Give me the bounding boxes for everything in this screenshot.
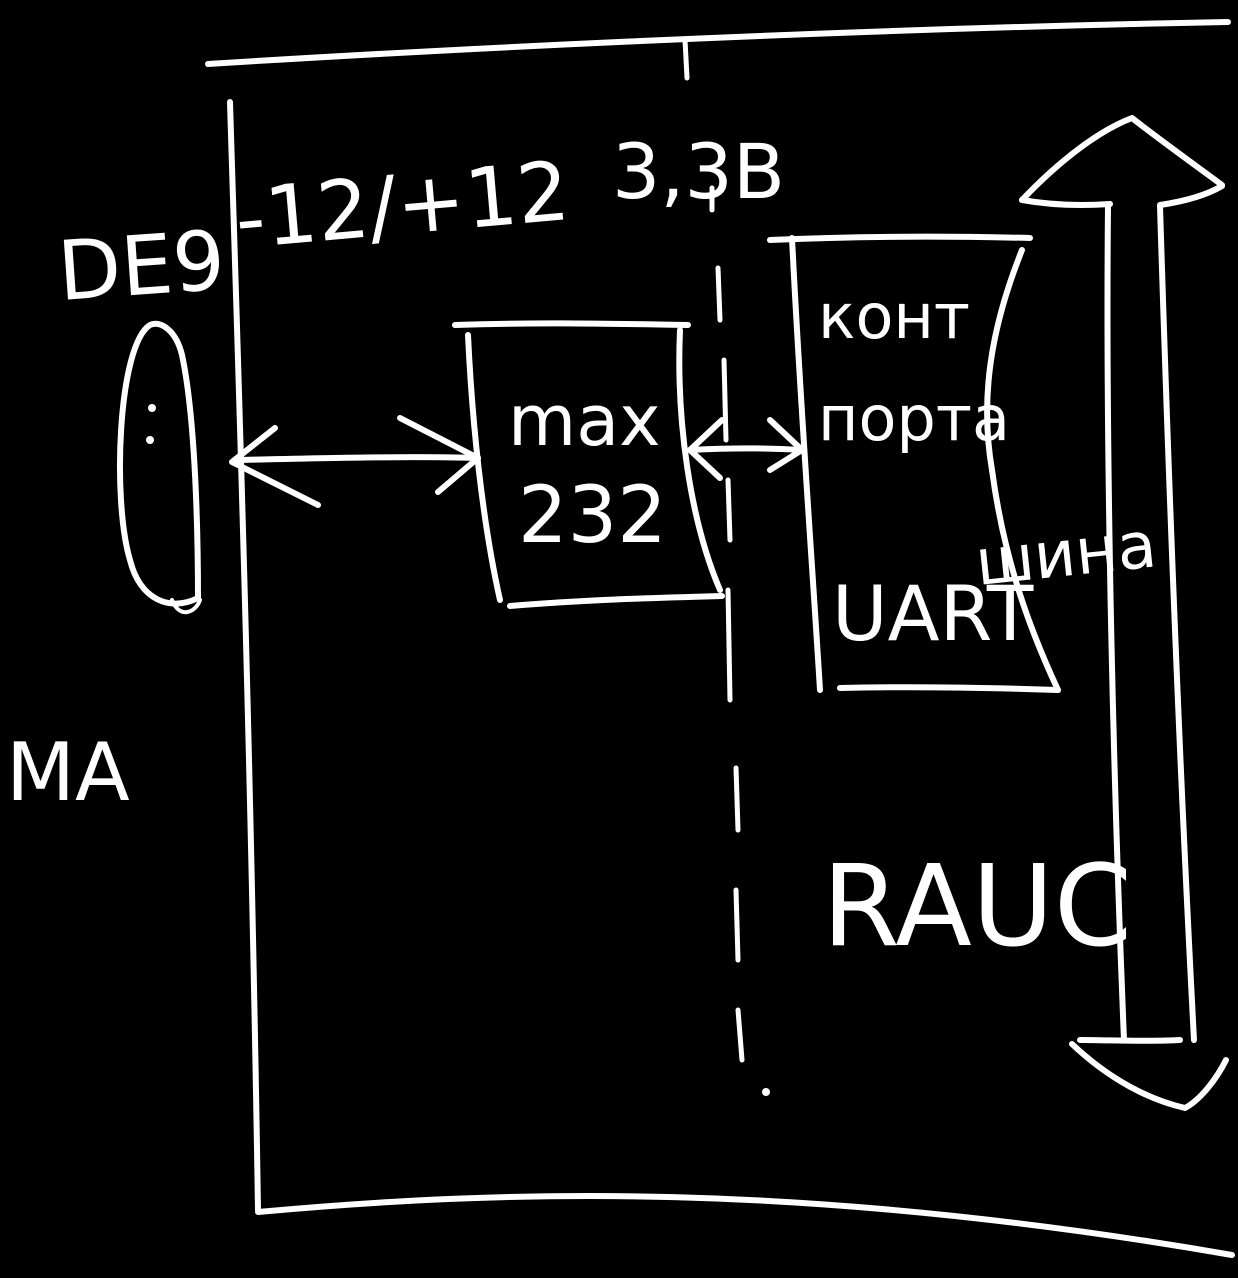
left-note-label: MA [6, 726, 130, 819]
de9-connector [116, 320, 202, 614]
frame-left-edge [227, 99, 261, 1213]
mcu-label: RAUC [822, 842, 1132, 972]
controller-label-line2: порта [818, 382, 1010, 455]
chip-name-line2: 232 [518, 471, 667, 561]
chip-name-line1: max [508, 380, 661, 462]
connector-body [116, 320, 201, 607]
controller-label-line3: UART [832, 569, 1034, 658]
connector-label: DE9 [55, 214, 228, 320]
arrow-de9-max232 [229, 415, 481, 508]
device-frame [205, 19, 1235, 1258]
bus-arrow [1019, 115, 1229, 1111]
controller-label-line1: конт [818, 280, 970, 353]
frame-top-edge [205, 19, 1231, 67]
frame-bottom-edge [255, 1193, 1235, 1258]
arrow-max232-uart [687, 417, 805, 481]
logic-voltage-label: 3,3В [612, 127, 785, 216]
uart-controller-box [767, 233, 1061, 693]
max232-box [452, 320, 725, 609]
isolation-line [682, 37, 770, 1096]
rs232-voltage-label: -12/+12 [231, 144, 573, 268]
